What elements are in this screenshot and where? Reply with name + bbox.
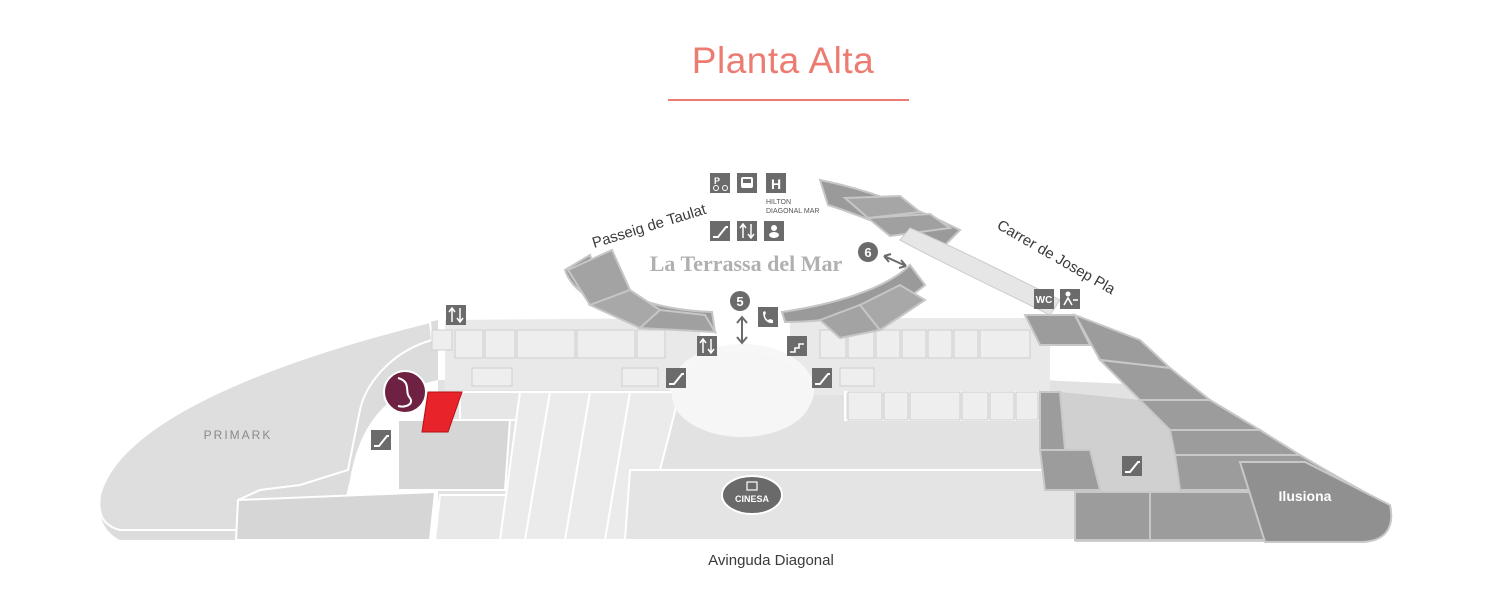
highlighted-store[interactable]: [421, 391, 463, 433]
bus-icon[interactable]: [737, 173, 757, 193]
store-label-primark: PRIMARK: [204, 428, 273, 442]
ilusiona-store[interactable]: [1238, 461, 1393, 543]
cinesa-logo[interactable]: CINESA: [721, 475, 783, 515]
stairs-icon[interactable]: [787, 336, 807, 356]
elevator-icon-left[interactable]: [446, 305, 466, 325]
store-logo-circle[interactable]: [383, 370, 427, 414]
access-5-label: 5: [736, 294, 743, 309]
hotel-name-line1: HILTON: [766, 199, 791, 206]
primark-store[interactable]: [98, 320, 434, 531]
escalator-icon-center-right[interactable]: [812, 368, 832, 388]
escalator-icon[interactable]: [710, 221, 730, 241]
store-label-ilusiona: Ilusiona: [1279, 488, 1332, 504]
svg-text:P: P: [714, 176, 720, 186]
central-atrium: [672, 353, 812, 437]
access-6-label: 6: [864, 245, 871, 260]
upper-left-shops: [431, 329, 666, 387]
terrace-label: La Terrassa del Mar: [650, 251, 843, 276]
hotel-letter: H: [771, 176, 781, 192]
wc-icon[interactable]: WC: [1034, 289, 1054, 309]
page-title: Planta Alta: [691, 40, 875, 81]
hotel-icon[interactable]: H: [766, 173, 786, 193]
escalator-icon-right[interactable]: [1122, 456, 1142, 476]
upper-right-shops: [819, 329, 1039, 421]
access-point-6[interactable]: 6: [858, 242, 907, 269]
escalator-icon-center-left[interactable]: [666, 368, 686, 388]
street-label-avinguda: Avinguda Diagonal: [708, 552, 834, 569]
access-point-5[interactable]: 5: [730, 291, 750, 345]
phone-icon[interactable]: [758, 307, 778, 327]
bike-parking-icon[interactable]: P: [710, 173, 730, 193]
elevator-icon-center[interactable]: [697, 336, 717, 356]
store-label-cinesa: CINESA: [735, 494, 770, 504]
wc-label: WC: [1036, 295, 1053, 306]
baby-care-icon[interactable]: [764, 221, 784, 241]
street-label-passeig: Passeig de Taulat: [590, 201, 709, 252]
escalator-icon-left[interactable]: [371, 430, 391, 450]
title-underline: [668, 99, 909, 101]
hotel-name-line2: DIAGONAL MAR: [766, 208, 819, 215]
family-room-icon[interactable]: [1060, 289, 1080, 309]
terrace-structure: [563, 178, 962, 340]
elevator-icon[interactable]: [737, 221, 757, 241]
right-stores: [1023, 313, 1364, 541]
